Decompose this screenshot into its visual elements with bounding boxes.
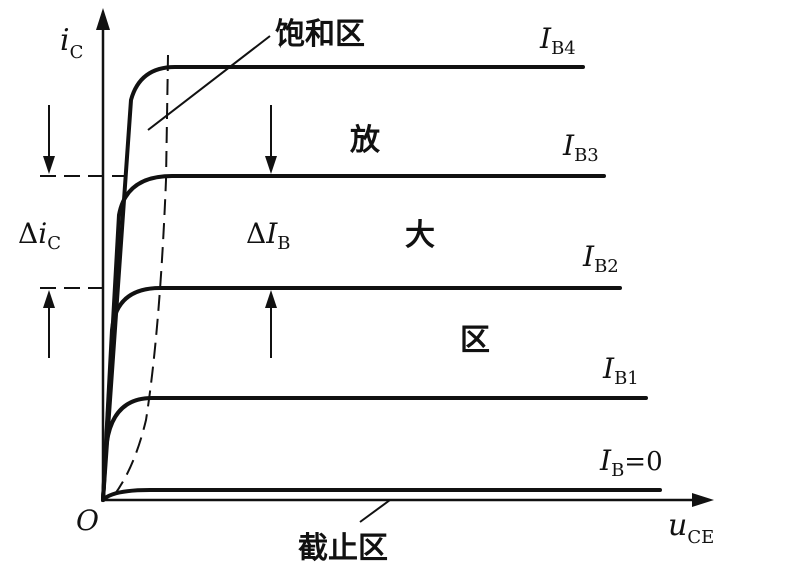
cutoff-leader-line bbox=[359, 499, 391, 523]
curve-label-ib2: IB2 bbox=[582, 240, 619, 277]
y-axis-arrowhead bbox=[96, 8, 110, 30]
curve-label-ib4: IB4 bbox=[539, 22, 576, 59]
delta-ib-top-arrowhead bbox=[265, 156, 277, 174]
delta-ib-label: ΔIB bbox=[246, 217, 291, 254]
delta-ic-label: ΔiC bbox=[18, 217, 61, 254]
curve-label-ib3: IB3 bbox=[562, 129, 599, 166]
y-axis-label: iC bbox=[60, 23, 83, 63]
curve-label-ib1: IB1 bbox=[602, 352, 639, 389]
active-region-label-da: 大 bbox=[405, 218, 435, 253]
delta-ib-bottom-arrowhead bbox=[265, 290, 277, 308]
x-axis-arrowhead bbox=[692, 493, 714, 507]
curve-ib4 bbox=[101, 65, 585, 502]
active-region-label-qu: 区 bbox=[460, 323, 490, 358]
curve-ib2 bbox=[101, 286, 622, 502]
saturation-boundary-dashed bbox=[111, 54, 169, 499]
active-region-label-fang: 放 bbox=[349, 123, 381, 158]
saturation-region-label: 饱和区 bbox=[275, 17, 365, 52]
curve-ib3 bbox=[101, 174, 606, 502]
x-axis-label: uCE bbox=[668, 508, 714, 548]
origin-label: O bbox=[76, 504, 99, 537]
delta-ic-top-arrowhead bbox=[43, 156, 55, 174]
cutoff-region-label: 截止区 bbox=[298, 531, 388, 566]
curve-ib1 bbox=[101, 396, 648, 502]
curve-label-ib0: IB=0 bbox=[599, 444, 663, 481]
delta-ic-bottom-arrowhead bbox=[43, 290, 55, 308]
curve-ib0 bbox=[101, 488, 662, 502]
saturation-leader-line bbox=[147, 35, 271, 131]
